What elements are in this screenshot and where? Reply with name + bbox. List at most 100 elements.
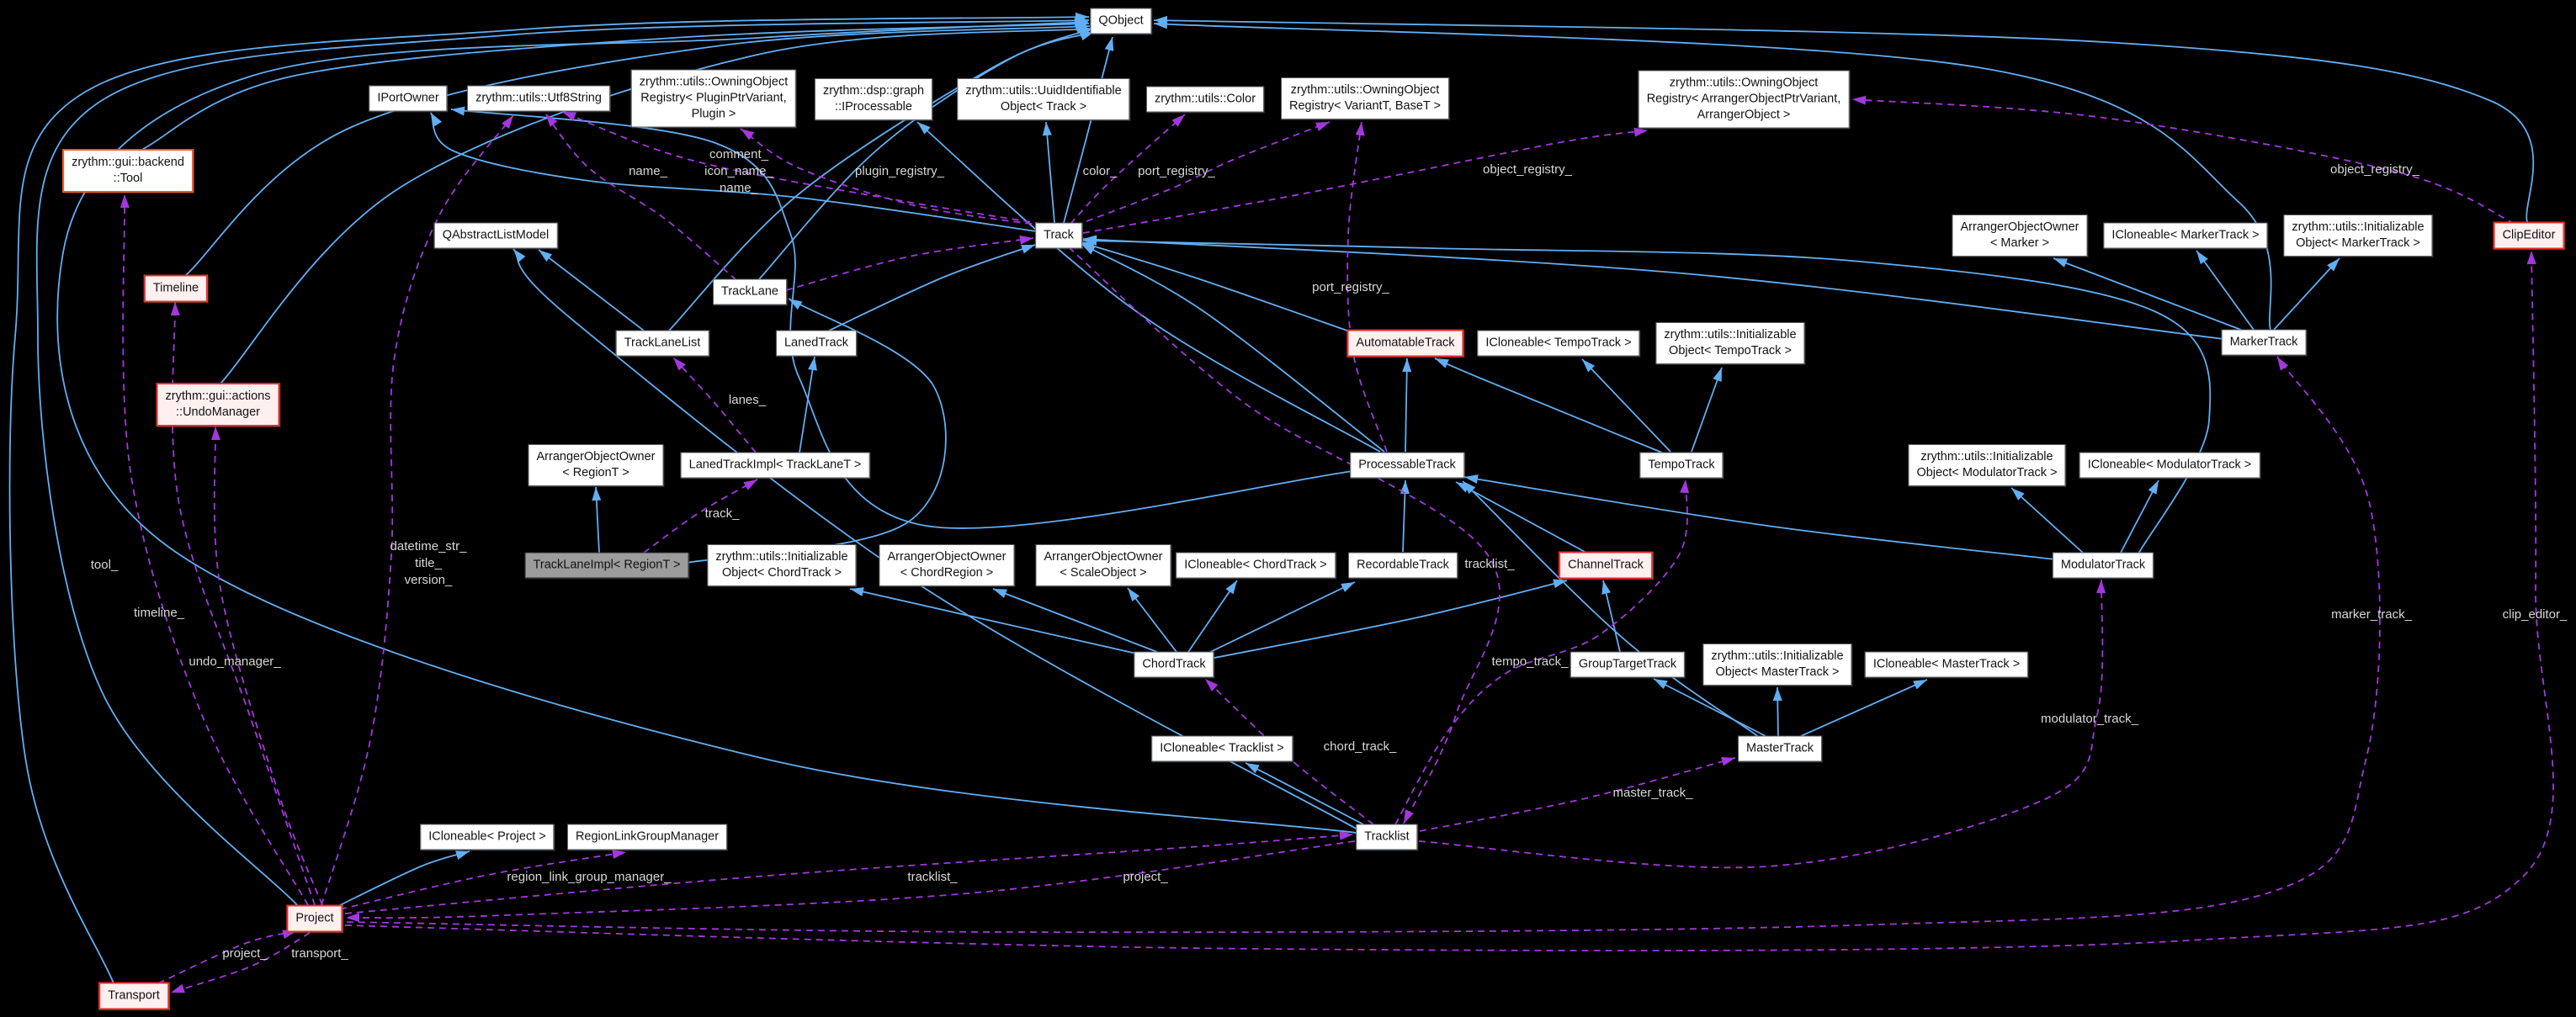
edge-tracklanelist-qobject-inherits [668, 28, 1093, 331]
edge-tracklaneimpl-lanedtrackimpl-uses [643, 479, 758, 554]
arrowhead-track-tracklist [1404, 809, 1414, 824]
arrowhead-track-variantregistry [1315, 122, 1330, 131]
arrowhead-track-uuididentifiable [1042, 122, 1052, 136]
edge-tracklanelist-qabstractlistmodel-inherits [538, 249, 645, 331]
class-node-regionlinkgroupmanager[interactable]: RegionLinkGroupManager [566, 824, 728, 850]
class-node-chordtrack[interactable]: ChordTrack [1134, 651, 1214, 678]
class-node-clipeditor[interactable]: ClipEditor [2493, 221, 2565, 250]
arrowhead-modulatortrack-initializable_modulatortrack [2011, 488, 2025, 501]
class-node-mastertrack[interactable]: MasterTrack [1737, 735, 1823, 762]
class-node-utf8string[interactable]: zrythm::utils::Utf8String [467, 85, 610, 112]
class-node-tracklaneimpl: TrackLaneImpl< RegionT > [524, 552, 689, 579]
edge-mastertrack-processabletrack-inherits [1462, 480, 1760, 738]
edge-label-plugin-registry: plugin_registry_ [855, 164, 944, 178]
arrowhead-processabletrack-variantregistry [1355, 122, 1365, 136]
arrowhead-track-color [1171, 114, 1185, 127]
arrowhead-mastertrack-processabletrack [1463, 481, 1476, 495]
class-node-lanedtrack[interactable]: LanedTrack [775, 330, 858, 357]
class-node-qabstractlistmodel[interactable]: QAbstractListModel [433, 222, 558, 249]
arrowhead-tracklane-utf8string [545, 114, 558, 127]
class-node-automatabletrack[interactable]: AutomatableTrack [1346, 329, 1464, 358]
edge-lanedtrackimpl-lanedtrack-inherits [799, 356, 815, 453]
class-node-arrobjowner_region[interactable]: ArrangerObjectOwner< RegionT > [528, 444, 664, 486]
class-node-recordabletrack[interactable]: RecordableTrack [1348, 552, 1458, 579]
edge-lanedtrack-track-inherits [828, 244, 1036, 331]
class-node-icloneable_markertrack[interactable]: ICloneable< MarkerTrack > [2103, 222, 2268, 249]
edge-processabletrack-variantregistry-uses [1346, 121, 1388, 453]
arrowhead-tracklist-qabstractlistmodel [513, 249, 526, 262]
edge-project-icloneable_project-inherits [336, 850, 470, 908]
edge-project-tool-uses [122, 193, 309, 906]
class-node-timeline[interactable]: Timeline [143, 274, 209, 303]
arrowhead-tempotrack-initializable_tempotrack [1713, 368, 1722, 382]
arrowhead-markertrack-icloneable_markertrack [2196, 251, 2208, 265]
class-node-iprocessable[interactable]: zrythm::dsp::graph::IProcessable [814, 78, 933, 120]
class-node-icloneable_mastertrack[interactable]: ICloneable< MasterTrack > [1864, 651, 2029, 678]
class-node-arrobjowner_marker[interactable]: ArrangerObjectOwner< Marker > [1952, 215, 2088, 257]
class-node-transport[interactable]: Transport [98, 982, 169, 1010]
class-node-qobject[interactable]: QObject [1090, 8, 1152, 34]
arrowhead-markertrack-initializable_markertrack [2327, 258, 2340, 272]
class-node-track[interactable]: Track [1035, 222, 1082, 249]
edge-label-comment-icon-name: comment_icon_name_name_ [704, 147, 773, 195]
arrowhead-project-regionlinkgroupmanager [612, 850, 626, 860]
class-node-icloneable_tracklist[interactable]: ICloneable< Tracklist > [1151, 735, 1293, 762]
edge-label-object-registry-1: object_registry_ [1483, 162, 1572, 177]
edge-timeline-qobject-inherits [184, 25, 1091, 277]
arrowhead-tracklist-icloneable_tracklist [1246, 763, 1260, 774]
class-node-grouptargettrack[interactable]: GroupTargetTrack [1570, 651, 1686, 678]
arrowhead-chordtrack-icloneable_chordtrack [1225, 580, 1237, 595]
arrowhead-automatabletrack-track [1081, 241, 1095, 251]
edge-label-master-track: master_track_ [1612, 786, 1693, 800]
class-node-tracklanelist[interactable]: TrackLaneList [615, 330, 709, 357]
edge-tracklane-track-uses [785, 237, 1034, 291]
edge-label-color: color_ [1082, 164, 1118, 178]
edge-mastertrack-icloneable_mastertrack-inherits [1800, 679, 1928, 737]
arrowhead-tracklaneimpl-lanedtrackimpl [743, 479, 757, 490]
class-node-tracklist[interactable]: Tracklist [1356, 824, 1418, 850]
arrowhead-grouptargettrack-channeltrack [1601, 580, 1612, 595]
edge-label-project-from-tracklist: project_ [1123, 870, 1168, 884]
class-node-channeltrack[interactable]: ChannelTrack [1559, 551, 1653, 580]
edge-label-transport: transport_ [291, 946, 348, 961]
class-node-arrobjowner_chordregion[interactable]: ArrangerObjectOwner< ChordRegion > [879, 544, 1015, 586]
arrowhead-chordtrack-initializable_chordtrack [850, 587, 864, 596]
arrowhead-tempotrack-automatabletrack [1435, 358, 1449, 368]
class-node-icloneable_modulatortrack[interactable]: ICloneable< ModulatorTrack > [2079, 452, 2260, 479]
class-node-undomanager[interactable]: zrythm::gui::actions::UndoManager [156, 383, 280, 426]
class-node-iportowner[interactable]: IPortOwner [369, 85, 448, 112]
class-node-arrobjowner_scaleobject[interactable]: ArrangerObjectOwner< ScaleObject > [1035, 544, 1171, 586]
edge-label-undo-manager: undo_manager_ [189, 654, 281, 669]
arrowhead-tracklanelist-qabstractlistmodel [539, 250, 553, 262]
edge-track-arrangerregistry-uses [1082, 130, 1649, 234]
class-node-icloneable_chordtrack[interactable]: ICloneable< ChordTrack > [1176, 552, 1336, 579]
arrowhead-project-tracklist [1339, 830, 1353, 840]
class-node-color[interactable]: zrythm::utils::Color [1145, 86, 1265, 113]
class-node-modulatortrack[interactable]: ModulatorTrack [2052, 552, 2154, 579]
edge-label-project-from-transport: project_ [222, 946, 268, 961]
class-node-icloneable_tempotrack[interactable]: ICloneable< TempoTrack > [1477, 330, 1640, 357]
class-node-tempotrack[interactable]: TempoTrack [1639, 452, 1724, 479]
class-node-tool[interactable]: zrythm::gui::backend::Tool [62, 149, 194, 193]
class-node-tracklane[interactable]: TrackLane [713, 278, 787, 305]
class-node-icloneable_project[interactable]: ICloneable< Project > [420, 824, 555, 850]
arrowhead-lanedtrack-track [1021, 245, 1035, 254]
class-node-project[interactable]: Project [286, 904, 343, 933]
edge-chordtrack-channeltrack-inherits [1209, 580, 1568, 659]
arrowhead-project-transport [171, 983, 185, 993]
class-node-processabletrack[interactable]: ProcessableTrack [1350, 452, 1464, 479]
arrowhead-project-undomanager [210, 426, 220, 441]
class-node-markertrack[interactable]: MarkerTrack [2221, 329, 2307, 356]
class-node-lanedtrackimpl[interactable]: LanedTrackImpl< TrackLaneT > [680, 452, 870, 479]
arrowhead-track-arrangerregistry [1633, 127, 1648, 137]
